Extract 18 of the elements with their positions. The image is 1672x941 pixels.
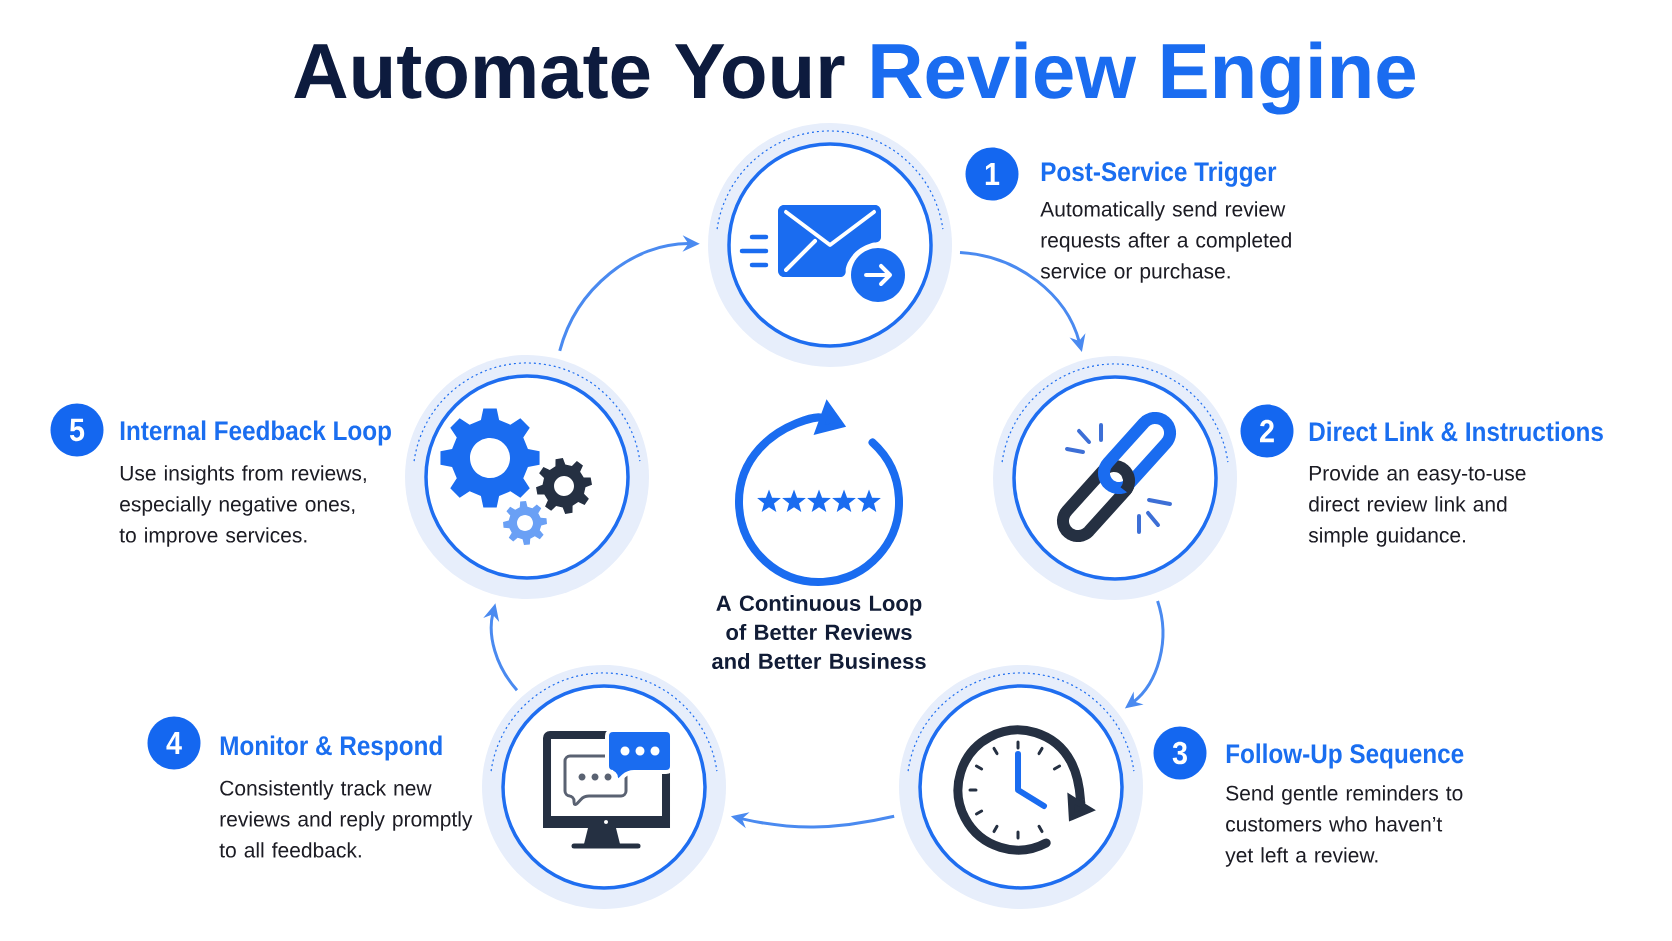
number-badge: 3: [1153, 726, 1207, 780]
step-heading: Direct Link & Instructions: [1309, 421, 1603, 442]
step-description: Consistently track new reviews and reply promptly to all feedback.: [219, 780, 473, 858]
title: Automate Your Review Engine: [294, 41, 1415, 115]
center-caption: A Continuous Loop of Better Reviews and Better Business: [712, 594, 926, 670]
step-description: Use insights from reviews, especially negative ones, to improve services.: [119, 465, 366, 547]
step-heading: Follow-Up Sequence: [1226, 743, 1464, 769]
number-badge: 2: [1240, 404, 1294, 458]
step-description: Automatically send review requests after a completed service or purchase.: [1040, 201, 1291, 283]
step-description: Send gentle reminders to customers who haven’t yet left a review.: [1225, 785, 1463, 867]
step-circle: [993, 356, 1237, 600]
step-description: Provide an easy-to-use direct review link and simple guidance.: [1308, 465, 1526, 547]
step-heading: Monitor & Respond: [220, 735, 442, 761]
step-heading: Post-Service Trigger: [1041, 161, 1277, 187]
number-badge: 5: [50, 403, 104, 457]
number-badge: 1: [965, 147, 1019, 201]
number-badge: 4: [147, 716, 201, 770]
step-heading: Internal Feedback Loop: [120, 420, 391, 446]
